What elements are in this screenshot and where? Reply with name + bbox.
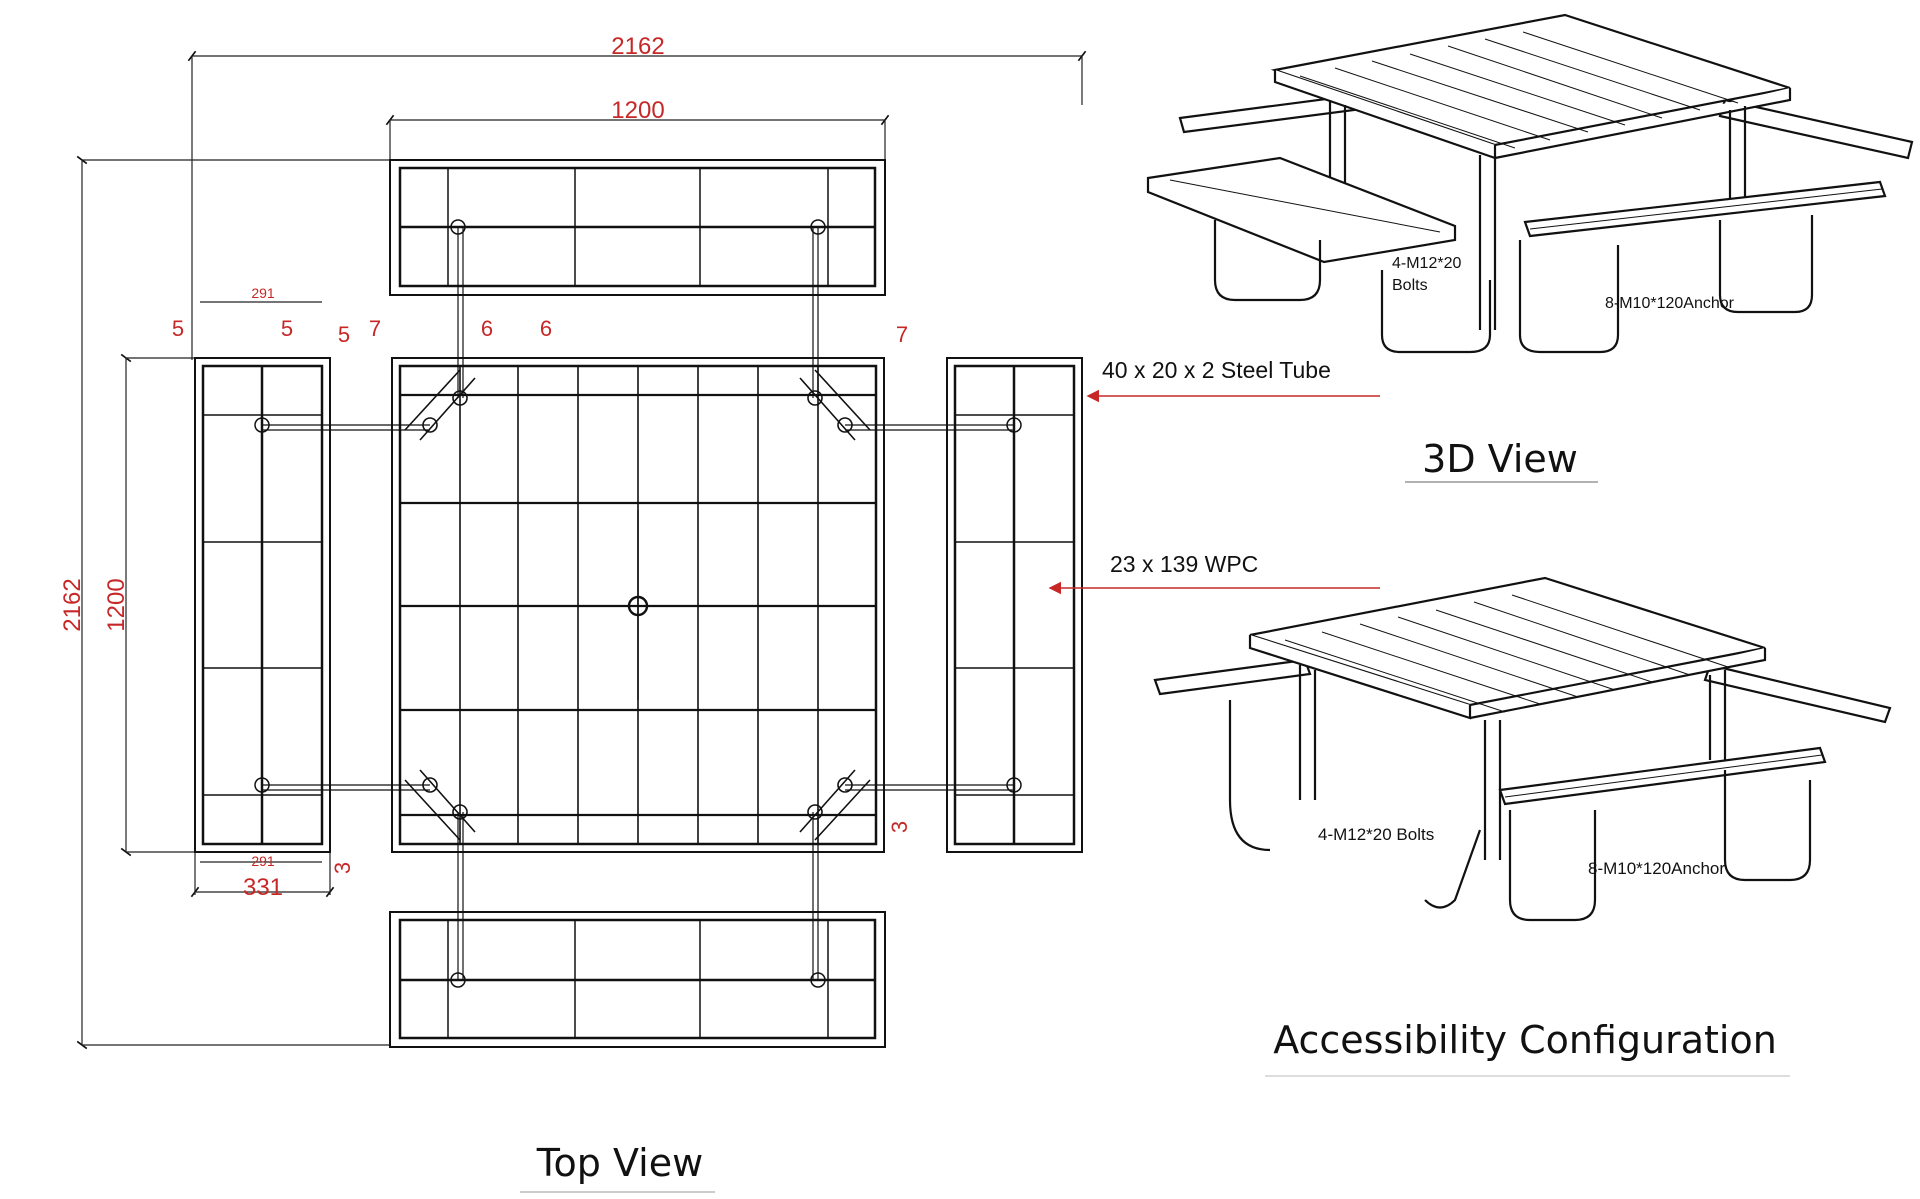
bottom-bench — [389, 911, 886, 1048]
dim-gap-5a: 5 — [172, 316, 184, 341]
top-bench — [389, 159, 886, 296]
dim-gap-7a: 7 — [369, 316, 381, 341]
overall-dimension-lines — [76, 50, 1087, 1050]
anchor-label-3d: 8-M10*120Anchor — [1605, 295, 1735, 312]
bolts-label-accessibility: 4-M12*20 Bolts — [1318, 825, 1434, 844]
dim-bench-length: 1200 — [103, 578, 130, 631]
left-bench — [194, 357, 331, 853]
dim-gap-7b: 7 — [896, 322, 908, 347]
dim-bench-width: 331 — [243, 874, 283, 901]
top-view: 2162 1200 2162 1200 291 291 331 5 5 5 7 … — [59, 33, 1380, 1193]
anchor-label-accessibility: 8-M10*120Anchor — [1588, 859, 1725, 878]
accessibility-view: 4-M12*20 Bolts 8-M10*120Anchor Accessibi… — [1153, 576, 1892, 1077]
bolts-label-3d: 4-M12*20 — [1392, 255, 1461, 272]
right-bench — [946, 357, 1083, 853]
three-d-view-title: 3D View — [1422, 437, 1578, 481]
dim-gap-3a: 3 — [887, 821, 912, 833]
dim-gap-5b: 5 — [281, 316, 293, 341]
dim-gap-6a: 6 — [481, 316, 493, 341]
dim-overall-width: 2162 — [611, 33, 664, 60]
dim-overall-height: 2162 — [59, 578, 86, 631]
wpc-label: 23 x 139 WPC — [1110, 551, 1258, 577]
accessibility-title: Accessibility Configuration — [1273, 1018, 1777, 1062]
dim-gap-3b: 3 — [330, 862, 355, 874]
table-top — [262, 227, 1014, 980]
steel-tube-label: 40 x 20 x 2 Steel Tube — [1102, 357, 1331, 383]
dim-table-width: 1200 — [611, 97, 664, 124]
dim-gap-6b: 6 — [540, 316, 552, 341]
dim-bench-inner-top: 291 — [251, 285, 275, 301]
three-d-view: 4-M12*20 Bolts 8-M10*120Anchor 3D View — [1146, 13, 1914, 483]
top-view-title: Top View — [536, 1141, 703, 1185]
dim-bench-inner-bottom: 291 — [251, 853, 275, 869]
bolts-label-3d-line2: Bolts — [1392, 277, 1428, 294]
dim-gap-5c: 5 — [338, 322, 350, 347]
